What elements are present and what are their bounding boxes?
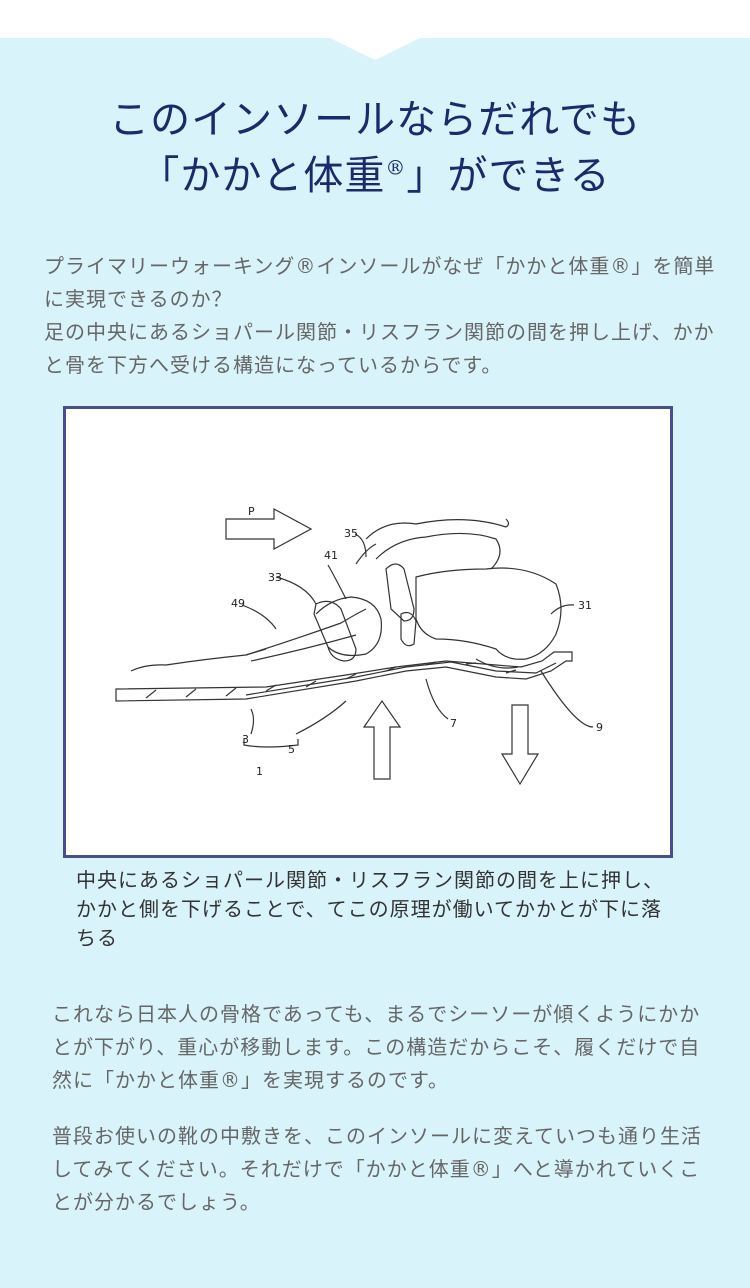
headline-line1: このインソールならだれでも (109, 97, 641, 143)
insole-outline (115, 651, 573, 702)
headline-line2: 「かかと体重®」ができる (0, 148, 750, 204)
insole-patent-figure: P 35 41 33 49 31 7 9 3 5 1 (63, 406, 673, 858)
top-strip (0, 0, 750, 38)
navicular-bone (313, 600, 357, 662)
down-notch (330, 38, 420, 60)
calcaneus-bone (415, 567, 562, 660)
registered-mark: ® (385, 155, 407, 180)
label-33: 33 (268, 571, 282, 584)
figure-caption: 中央にあるショパール関節・リスフラン関節の間を上に押し、かかと側を下げることで、… (76, 868, 664, 950)
foot-diagram: P 35 41 33 49 31 7 9 3 5 1 (115, 505, 603, 786)
label-31: 31 (578, 599, 592, 612)
leader-lines (241, 533, 594, 748)
label-7: 7 (450, 717, 457, 730)
talus-bone (375, 532, 501, 570)
heel-arrow-down (500, 704, 540, 786)
label-1: 1 (256, 765, 263, 778)
metatarsal-bones (245, 608, 367, 662)
toe-bones (130, 648, 267, 672)
headline: このインソールならだれでも 「かかと体重®」ができる (0, 92, 750, 204)
label-p: P (248, 505, 255, 518)
midfoot-bones (315, 596, 383, 657)
heel-bottom (475, 658, 519, 669)
insole-hatch (145, 661, 517, 699)
label-41: 41 (324, 549, 338, 562)
body-paragraph-1: これなら日本人の骨格であっても、まるでシーソーが傾くようにかかとが下がり、重心が… (52, 1002, 701, 1092)
intro-paragraph: プライマリーウォーキング®インソールがなぜ「かかと体重®」を簡単に実現できるのか… (44, 254, 716, 377)
headline-line2-pre: 「かかと体重 (139, 153, 386, 199)
tibia-top (365, 519, 507, 540)
label-49: 49 (231, 597, 245, 610)
support-arrow-up (362, 699, 402, 780)
insole-line (245, 661, 557, 696)
label-35: 35 (344, 527, 358, 540)
body-paragraph-2: 普段お使いの靴の中敷きを、このインソールに変えていつも通り生活してみてください。… (52, 1124, 702, 1214)
cuboid-bones (385, 563, 417, 647)
headline-line2-post: 」ができる (406, 153, 611, 199)
label-3: 3 (242, 733, 249, 746)
label-5: 5 (288, 743, 295, 756)
push-arrow (225, 507, 313, 551)
leg-line (355, 518, 510, 565)
label-9: 9 (596, 721, 603, 734)
